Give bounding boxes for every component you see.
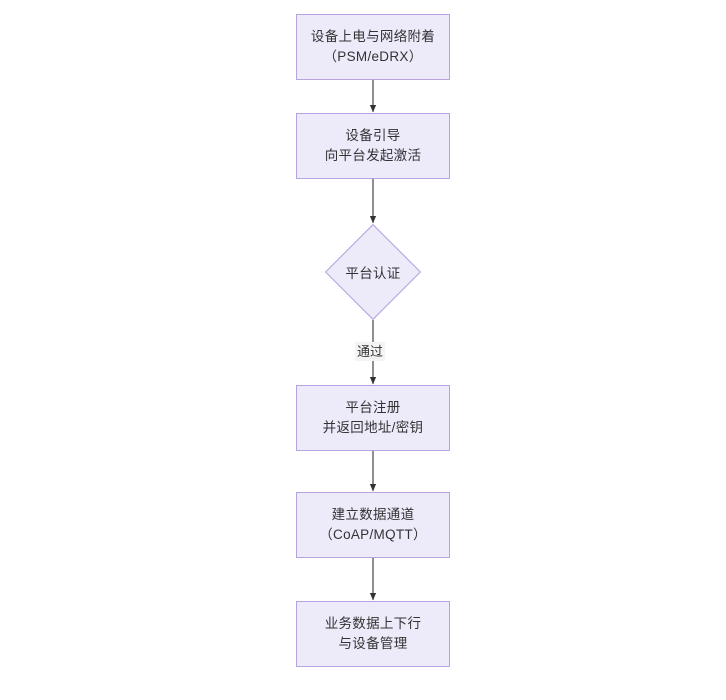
node-register-line1: 平台注册 xyxy=(345,400,401,415)
node-bootstrap-line2: 向平台发起激活 xyxy=(324,148,422,163)
node-business-data-and-device-management[interactable]: 业务数据上下行 与设备管理 xyxy=(296,601,450,667)
node-bootstrap-line1: 设备引导 xyxy=(345,128,401,143)
node-platform-authentication[interactable]: 平台认证 xyxy=(325,224,421,320)
diamond-shape-icon xyxy=(325,224,421,320)
node-auth-label-wrap: 平台认证 xyxy=(325,224,421,320)
node-business-line1: 业务数据上下行 xyxy=(324,616,422,631)
node-business-line2: 与设备管理 xyxy=(338,636,408,651)
node-device-bootstrap[interactable]: 设备引导 向平台发起激活 xyxy=(296,113,450,179)
node-channel-line1: 建立数据通道 xyxy=(331,507,415,522)
edge-label-pass: 通过 xyxy=(355,342,386,361)
node-platform-registration[interactable]: 平台注册 并返回地址/密钥 xyxy=(296,385,450,451)
node-device-power-on[interactable]: 设备上电与网络附着 （PSM/eDRX） xyxy=(296,14,450,80)
node-auth-line1: 平台认证 xyxy=(345,266,401,281)
node-power-line2: （PSM/eDRX） xyxy=(323,49,423,64)
node-register-line2: 并返回地址/密钥 xyxy=(322,420,424,435)
node-power-line1: 设备上电与网络附着 xyxy=(310,29,436,44)
node-channel-line2: （CoAP/MQTT） xyxy=(319,527,427,542)
node-establish-data-channel[interactable]: 建立数据通道 （CoAP/MQTT） xyxy=(296,492,450,558)
